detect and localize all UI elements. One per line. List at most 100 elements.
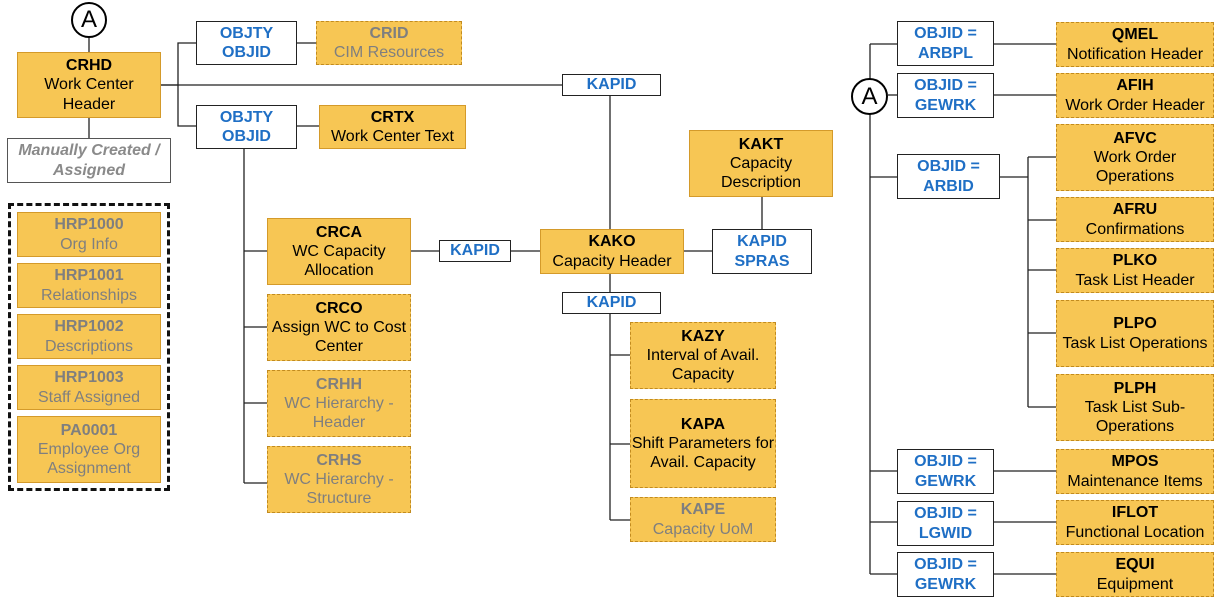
plph-table: PLPH Task List Sub-Operations xyxy=(1056,374,1214,441)
key-objty-objid-crid: OBJTY OBJID xyxy=(196,21,297,65)
table-name: HRP1000 xyxy=(54,216,124,234)
table-name: IFLOT xyxy=(1111,504,1159,522)
afru-table: AFRU Confirmations xyxy=(1056,197,1214,242)
crhh-table: CRHH WC Hierarchy - Header xyxy=(267,370,411,437)
key-line: GEWRK xyxy=(914,575,977,593)
table-desc: WC Hierarchy - Structure xyxy=(284,470,394,508)
iflot-table: IFLOT Functional Location xyxy=(1056,500,1214,545)
table-name: AFIH xyxy=(1116,77,1154,95)
hrp1001-table: HRP1001 Relationships xyxy=(17,263,161,308)
kakt-table: KAKT Capacity Description xyxy=(689,130,833,197)
crhd-table: CRHD Work Center Header xyxy=(17,52,161,118)
key-kapid-top: KAPID xyxy=(562,74,661,96)
equi-table: EQUI Equipment xyxy=(1056,552,1214,597)
key-line: OBJTY xyxy=(219,108,274,126)
table-name: PA0001 xyxy=(60,421,118,439)
table-name: HRP1002 xyxy=(54,318,124,336)
table-name: PLKO xyxy=(1112,252,1158,270)
table-name: CRCA xyxy=(315,223,363,241)
crco-table: CRCO Assign WC to Cost Center xyxy=(267,294,411,361)
table-name: KAKT xyxy=(738,135,784,153)
key-line: SPRAS xyxy=(734,252,790,270)
table-name: PLPH xyxy=(1113,379,1157,397)
plko-table: PLKO Task List Header xyxy=(1056,248,1214,293)
table-desc: Relationships xyxy=(40,286,138,304)
key-line: KAPID xyxy=(450,242,500,260)
table-name: HRP1001 xyxy=(54,267,124,285)
table-desc: WC Hierarchy - Header xyxy=(284,394,394,432)
key-line: GEWRK xyxy=(914,96,977,114)
table-name: AFRU xyxy=(1112,201,1158,219)
key-line: ARBID xyxy=(923,177,974,195)
table-desc: Assign WC to Cost Center xyxy=(271,318,407,356)
table-desc: Task List Header xyxy=(1075,271,1195,289)
table-name: QMEL xyxy=(1111,26,1159,44)
key-objid-gewrk-3: OBJID = GEWRK xyxy=(897,552,994,597)
key-line: LGWID xyxy=(918,524,973,542)
table-desc: Interval of Avail. Capacity xyxy=(646,346,760,384)
pa0001-table: PA0001 Employee Org Assignment xyxy=(17,416,161,483)
table-desc: Employee Org Assignment xyxy=(37,440,141,478)
table-desc: Work Center Text xyxy=(330,128,454,145)
key-kapid-bottom: KAPID xyxy=(562,292,661,314)
afih-table: AFIH Work Order Header xyxy=(1056,73,1214,118)
table-name: EQUI xyxy=(1115,556,1155,574)
table-desc: Org Info xyxy=(60,235,118,253)
hrp1002-table: HRP1002 Descriptions xyxy=(17,314,161,359)
crhs-table: CRHS WC Hierarchy - Structure xyxy=(267,446,411,513)
mpos-table: MPOS Maintenance Items xyxy=(1056,449,1214,494)
key-line: KAPID xyxy=(586,294,637,312)
kape-table: KAPE Capacity UoM xyxy=(630,497,776,542)
hrp1003-table: HRP1003 Staff Assigned xyxy=(17,365,161,410)
table-name: MPOS xyxy=(1111,453,1159,471)
key-kapid-crca: KAPID xyxy=(439,240,511,262)
table-name: PLPO xyxy=(1113,315,1157,333)
table-desc: Equipment xyxy=(1096,575,1174,593)
key-objid-arbpl: OBJID = ARBPL xyxy=(897,21,994,66)
table-desc: Work Order Header xyxy=(1065,96,1205,114)
table-name: KAPA xyxy=(680,415,726,433)
table-name: HRP1003 xyxy=(54,369,124,387)
kapa-table: KAPA Shift Parameters for Avail. Capacit… xyxy=(630,399,776,488)
table-desc: Capacity UoM xyxy=(652,520,754,538)
key-kapid-spras: KAPID SPRAS xyxy=(712,229,812,274)
table-desc: Functional Location xyxy=(1065,523,1205,541)
table-desc: Notification Header xyxy=(1066,45,1204,63)
manual-label-text: Manually Created / Assigned xyxy=(18,142,160,179)
table-name: CRTX xyxy=(370,108,415,126)
key-line: OBJID xyxy=(222,44,271,61)
table-desc: Shift Parameters for Avail. Capacity xyxy=(631,434,775,472)
table-name: CRHH xyxy=(315,375,363,393)
table-desc: WC Capacity Allocation xyxy=(292,242,386,280)
key-line: GEWRK xyxy=(914,472,977,490)
crca-table: CRCA WC Capacity Allocation xyxy=(267,218,411,285)
key-objty-objid-crtx: OBJTY OBJID xyxy=(196,105,297,149)
key-line: OBJID = xyxy=(914,77,977,95)
table-desc: Capacity Description xyxy=(720,154,802,192)
table-desc: Confirmations xyxy=(1085,220,1185,238)
table-desc: CIM Resources xyxy=(333,44,445,61)
key-line: OBJID = xyxy=(914,453,977,471)
key-objid-arbid: OBJID = ARBID xyxy=(897,154,1000,199)
table-desc: Staff Assigned xyxy=(38,388,140,406)
crtx-table: CRTX Work Center Text xyxy=(319,105,466,149)
key-line: KAPID xyxy=(586,76,637,94)
table-desc: Work Order Operations xyxy=(1093,148,1177,186)
key-objid-lgwid: OBJID = LGWID xyxy=(897,501,994,546)
table-desc: Descriptions xyxy=(44,337,134,355)
key-line: KAPID xyxy=(737,233,787,251)
table-name: CRCO xyxy=(315,299,363,317)
key-objid-gewrk-1: OBJID = GEWRK xyxy=(897,73,994,118)
kako-table: KAKO Capacity Header xyxy=(540,229,684,274)
afvc-table: AFVC Work Order Operations xyxy=(1056,124,1214,191)
table-desc: Work Center Header xyxy=(44,76,134,113)
table-name: KAPE xyxy=(680,501,726,519)
manual-label: Manually Created / Assigned xyxy=(7,138,171,183)
hrp1000-table: HRP1000 Org Info xyxy=(17,212,161,257)
table-desc: Capacity Header xyxy=(552,252,672,270)
key-objid-gewrk-2: OBJID = GEWRK xyxy=(897,449,994,494)
plpo-table: PLPO Task List Operations xyxy=(1056,300,1214,367)
table-name: CRID xyxy=(369,24,409,42)
